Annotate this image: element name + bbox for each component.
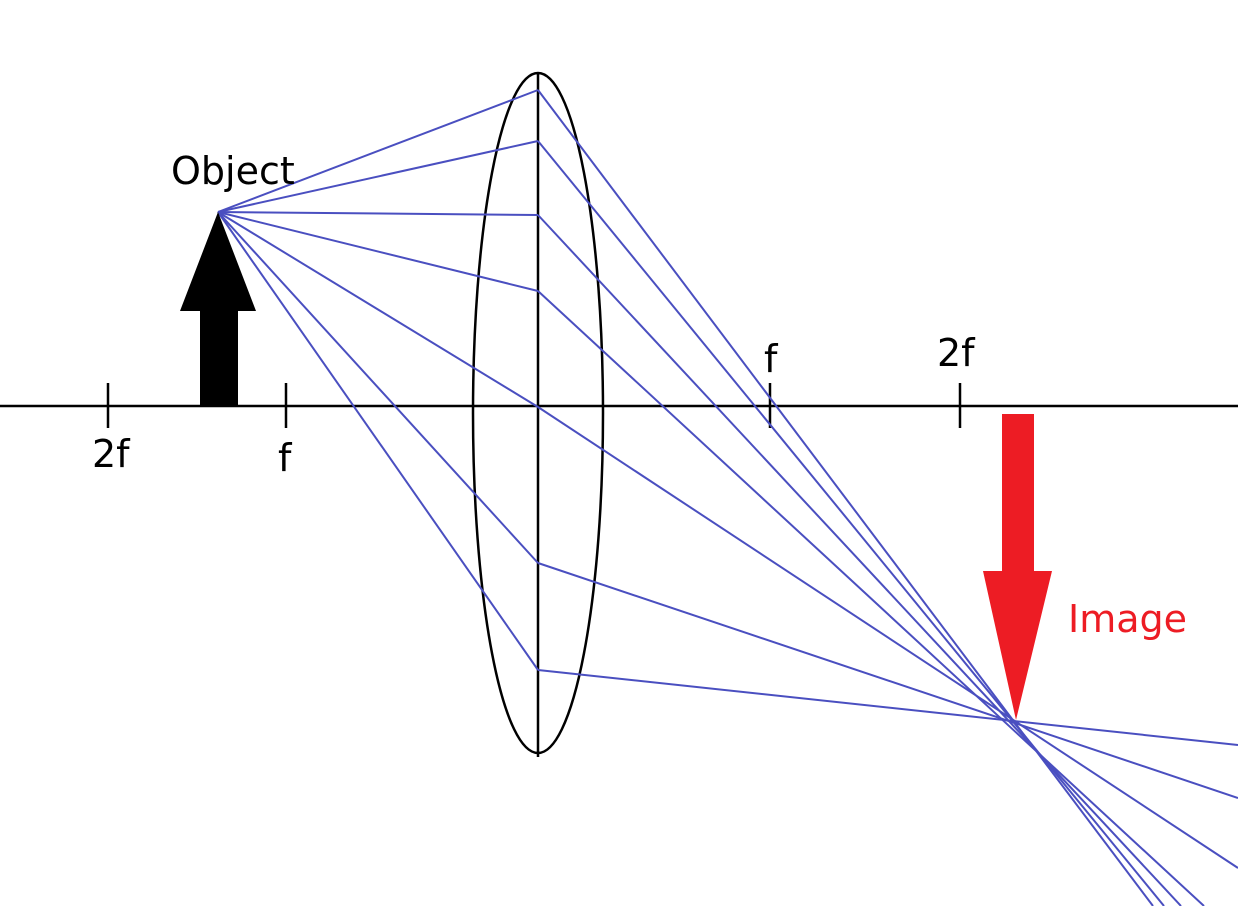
ray-out-7 bbox=[537, 669, 1238, 746]
right-2f-label: 2f bbox=[937, 331, 976, 375]
ray-in-3 bbox=[217, 211, 539, 216]
object-label: Object bbox=[171, 149, 295, 193]
ray-in-5 bbox=[217, 211, 539, 408]
ray-out-5 bbox=[537, 406, 1238, 869]
incident-rays bbox=[217, 89, 539, 671]
refracted-rays bbox=[537, 89, 1238, 906]
object-arrow bbox=[180, 212, 256, 406]
ray-in-1 bbox=[217, 89, 539, 213]
image-arrow bbox=[983, 414, 1052, 720]
ray-out-4 bbox=[537, 290, 1205, 906]
ray-out-1 bbox=[537, 89, 1154, 906]
ray-in-4 bbox=[217, 211, 539, 292]
ray-out-2 bbox=[537, 140, 1165, 906]
left-f-label: f bbox=[278, 436, 293, 480]
ray-out-3 bbox=[537, 214, 1182, 906]
ray-in-6 bbox=[217, 211, 539, 564]
ray-in-7 bbox=[217, 211, 539, 671]
ray-in-2 bbox=[217, 140, 539, 213]
right-f-label: f bbox=[764, 337, 779, 381]
image-label: Image bbox=[1068, 597, 1187, 641]
ray-out-6 bbox=[537, 562, 1238, 799]
left-2f-label: 2f bbox=[92, 432, 131, 476]
